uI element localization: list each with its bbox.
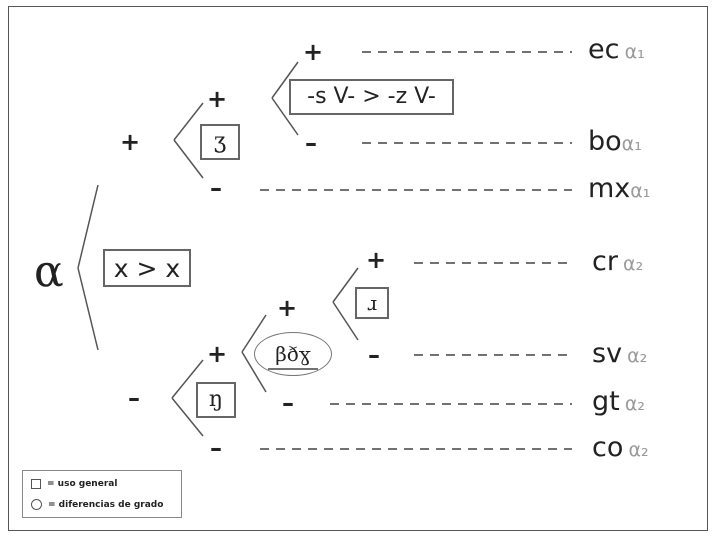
branch-root-down [77, 267, 99, 351]
legend-square-label: = uso general [47, 479, 118, 489]
leaf-ec: ec α₁ [588, 36, 645, 63]
leaf-sv: sv α₂ [592, 340, 647, 367]
leaf-subscript: α₁ [621, 133, 642, 155]
legend-row-circle: = diferencias de grado [31, 499, 163, 510]
sign-eng-plus: + [207, 340, 228, 368]
r-box: ɹ [355, 287, 389, 319]
root-alpha: α [34, 246, 64, 297]
sv-rule-box: -s V- > -z V- [289, 79, 454, 115]
sign-r-minus: – [368, 341, 380, 369]
diagram-frame [8, 6, 708, 531]
leaf-subscript: α₂ [627, 345, 648, 367]
circle-icon [31, 499, 42, 510]
branch-eng-up [171, 359, 204, 399]
branch-eng-down [171, 397, 204, 437]
zh-box: ʒ [200, 124, 240, 160]
leaf-code: cr [592, 246, 618, 277]
leaf-code: sv [592, 338, 623, 369]
sign-root-plus: + [120, 128, 141, 156]
leaf-code: bo [588, 126, 622, 157]
branch-root-up [77, 184, 99, 269]
leaf-subscript: α₁ [624, 41, 645, 63]
sign-root-minus: – [128, 384, 140, 412]
square-icon [31, 479, 41, 489]
branch-r-up [332, 267, 359, 303]
sign-fric-plus: + [277, 294, 298, 322]
sign-zh-plus: + [207, 85, 228, 113]
eng-box: ŋ [196, 382, 236, 418]
leaf-subscript: α₂ [623, 253, 644, 275]
leaf-subscript: α₂ [628, 439, 649, 461]
branch-zh-up [173, 102, 204, 141]
sign-rule-plus: + [303, 38, 324, 66]
leaf-code: co [592, 432, 624, 463]
legend: = uso general = diferencias de grado [22, 470, 182, 518]
branch-zh-down [173, 139, 204, 179]
branch-rule-down [271, 97, 299, 136]
fricatives-ellipse: βðɣ [254, 332, 332, 376]
leaf-co: co α₂ [592, 434, 649, 461]
sign-zh-minus: – [210, 174, 222, 202]
sign-rule-minus: – [305, 129, 317, 157]
sign-eng-minus: – [210, 434, 222, 462]
leaf-code: ec [588, 34, 620, 65]
leaf-mx: mxα₁ [588, 175, 650, 202]
leaf-cr: cr α₂ [592, 248, 643, 275]
leaf-subscript: α₂ [624, 393, 645, 415]
branch-r-down [332, 301, 359, 341]
sign-r-plus: + [366, 246, 387, 274]
leaf-subscript: α₁ [630, 180, 651, 202]
leaf-bo: boα₁ [588, 128, 642, 155]
branch-fric-up [241, 314, 267, 353]
sign-fric-minus: – [282, 389, 294, 417]
leaf-code: mx [588, 173, 631, 204]
leaf-gt: gt α₂ [592, 388, 645, 415]
root-condition-box: x > x [103, 249, 191, 287]
branch-rule-up [271, 61, 299, 99]
leaf-code: gt [592, 386, 620, 417]
legend-circle-label: = diferencias de grado [48, 499, 164, 510]
branch-fric-down [241, 351, 267, 393]
legend-row-square: = uso general [31, 479, 117, 489]
